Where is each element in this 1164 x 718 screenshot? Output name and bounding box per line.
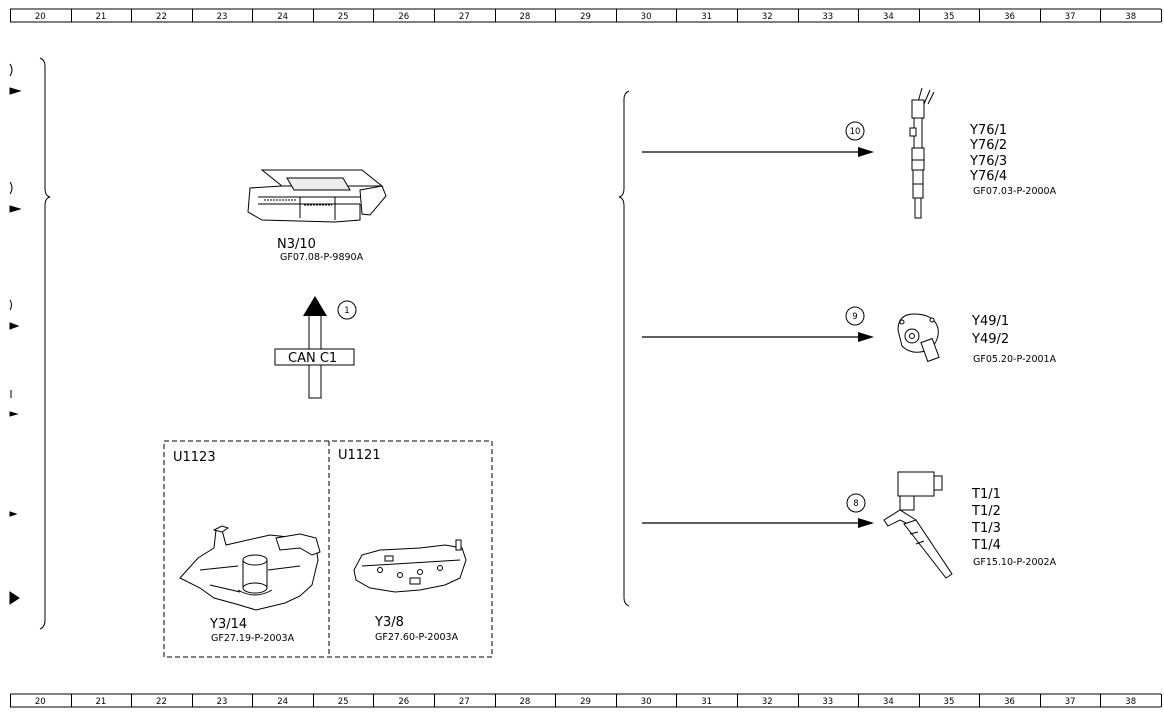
bottom-ruler-number: 30 bbox=[641, 697, 652, 707]
top-ruler-number: 34 bbox=[883, 12, 894, 22]
control-unit-code: N3/10 bbox=[277, 237, 316, 252]
output-arrow-ignition: 8 bbox=[642, 493, 874, 528]
top-ruler-number: 36 bbox=[1004, 12, 1015, 22]
output-marker-ignition: 8 bbox=[853, 499, 858, 509]
top-ruler-number: 27 bbox=[459, 12, 470, 22]
top-ruler-number: 31 bbox=[701, 12, 712, 22]
ignition-coil-icon bbox=[883, 471, 953, 579]
bottom-ruler-number: 32 bbox=[762, 697, 773, 707]
can-bus-marker-number: 1 bbox=[344, 306, 349, 316]
bottom-ruler-number: 33 bbox=[822, 697, 833, 707]
can-bus-arrow bbox=[274, 296, 355, 399]
top-ruler-number: 22 bbox=[156, 12, 167, 22]
bottom-ruler-number: 36 bbox=[1004, 697, 1015, 707]
box-right-title: U1121 bbox=[338, 448, 381, 463]
top-ruler-number: 30 bbox=[641, 12, 652, 22]
top-ruler-number: 21 bbox=[95, 12, 106, 22]
box-right-ref: GF27.60-P-2003A bbox=[375, 632, 459, 643]
top-ruler-number: 32 bbox=[762, 12, 773, 22]
top-ruler-number: 20 bbox=[35, 12, 46, 22]
camshaft-solenoid-icon bbox=[897, 313, 940, 363]
output-marker-camshaft: 9 bbox=[852, 312, 857, 322]
bottom-ruler-number: 37 bbox=[1065, 697, 1076, 707]
bottom-ruler-number: 31 bbox=[701, 697, 712, 707]
right-brace bbox=[618, 90, 630, 607]
bottom-ruler-number: 35 bbox=[944, 697, 955, 707]
left-margin-marks bbox=[9, 63, 22, 605]
top-ruler: 20 21 22 23 24 25 26 27 28 29 30 31 32 33 34 35 36 37 38 bbox=[10, 8, 1162, 23]
output-arrow-camshaft: 9 bbox=[642, 306, 874, 342]
bottom-ruler-number: 29 bbox=[580, 697, 591, 707]
top-ruler-number: 26 bbox=[398, 12, 409, 22]
top-ruler-number: 38 bbox=[1125, 12, 1136, 22]
bottom-ruler-number: 23 bbox=[217, 697, 228, 707]
camshaft-code-1: Y49/1 bbox=[971, 314, 1009, 329]
valve-plate-icon bbox=[353, 539, 467, 593]
can-bus-label: CAN C1 bbox=[288, 351, 337, 366]
output-arrow-injectors: 10 bbox=[642, 121, 874, 157]
bottom-ruler-number: 27 bbox=[459, 697, 470, 707]
injector-code-1: Y76/1 bbox=[969, 123, 1007, 138]
ignition-code-4: T1/4 bbox=[971, 538, 1001, 553]
bottom-ruler-number: 25 bbox=[338, 697, 349, 707]
bottom-ruler-number: 22 bbox=[156, 697, 167, 707]
top-ruler-number: 33 bbox=[822, 12, 833, 22]
top-ruler-number: 25 bbox=[338, 12, 349, 22]
bottom-ruler-number: 21 bbox=[95, 697, 106, 707]
camshaft-ref: GF05.20-P-2001A bbox=[973, 354, 1057, 365]
left-brace bbox=[39, 57, 51, 630]
bottom-ruler-number: 28 bbox=[520, 697, 531, 707]
top-ruler-number: 24 bbox=[277, 12, 288, 22]
top-ruler-number: 37 bbox=[1065, 12, 1076, 22]
injector-code-4: Y76/4 bbox=[969, 169, 1007, 184]
control-unit-icon bbox=[247, 169, 387, 223]
ignition-code-3: T1/3 bbox=[971, 521, 1001, 536]
top-ruler-number: 35 bbox=[944, 12, 955, 22]
valve-body-icon bbox=[179, 525, 321, 611]
bottom-ruler: 20 21 22 23 24 25 26 27 28 29 30 31 32 33 34 35 36 37 38 bbox=[10, 693, 1162, 708]
injector-icon bbox=[909, 87, 935, 219]
component-boxes bbox=[163, 440, 493, 658]
injector-code-3: Y76/3 bbox=[969, 154, 1007, 169]
injector-code-2: Y76/2 bbox=[969, 138, 1007, 153]
top-ruler-number: 29 bbox=[580, 12, 591, 22]
can-bus-marker: 1 bbox=[337, 300, 357, 320]
bottom-ruler-number: 24 bbox=[277, 697, 288, 707]
output-marker-injectors: 10 bbox=[850, 127, 861, 137]
box-right-code: Y3/8 bbox=[374, 615, 404, 630]
box-left-code: Y3/14 bbox=[209, 617, 247, 632]
camshaft-code-2: Y49/2 bbox=[971, 332, 1009, 347]
box-left-ref: GF27.19-P-2003A bbox=[211, 633, 295, 644]
bottom-ruler-number: 26 bbox=[398, 697, 409, 707]
bottom-ruler-number: 20 bbox=[35, 697, 46, 707]
top-ruler-number: 23 bbox=[217, 12, 228, 22]
top-ruler-number: 28 bbox=[520, 12, 531, 22]
ignition-code-2: T1/2 bbox=[971, 504, 1001, 519]
bottom-ruler-number: 34 bbox=[883, 697, 894, 707]
box-left-title: U1123 bbox=[173, 450, 216, 465]
injector-ref: GF07.03-P-2000A bbox=[973, 186, 1057, 197]
control-unit-ref: GF07.08-P-9890A bbox=[280, 252, 364, 263]
ignition-ref: GF15.10-P-2002A bbox=[973, 557, 1057, 568]
bottom-ruler-number: 38 bbox=[1125, 697, 1136, 707]
ignition-code-1: T1/1 bbox=[971, 487, 1001, 502]
